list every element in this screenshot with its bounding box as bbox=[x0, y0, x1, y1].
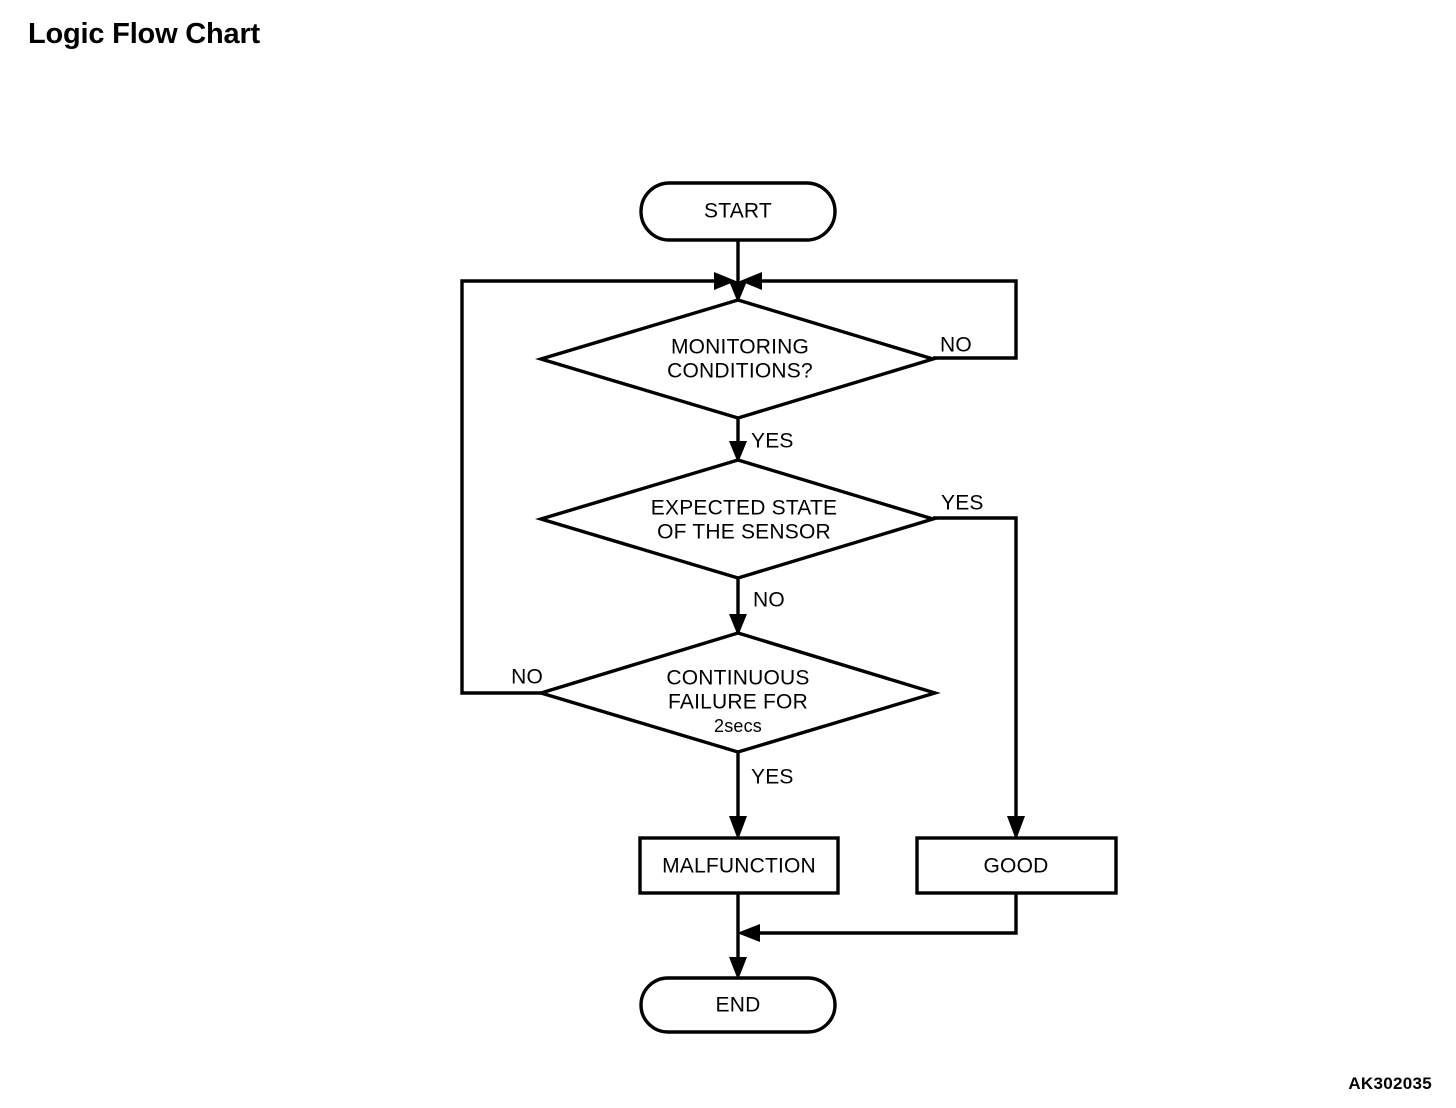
edge-label-expected-no: NO bbox=[753, 589, 785, 612]
edge-label-monitoring-no: NO bbox=[940, 334, 972, 357]
node-expected-line1: EXPECTED STATE bbox=[651, 497, 837, 520]
edge-label-expected-yes: YES bbox=[941, 492, 984, 515]
edge-expected-yes-to-good bbox=[933, 516, 1025, 840]
node-expected-line2: OF THE SENSOR bbox=[657, 521, 831, 544]
edge-good-to-end bbox=[737, 893, 1018, 942]
figure-code: AK302035 bbox=[1348, 1074, 1432, 1093]
node-monitoring-line1: MONITORING bbox=[671, 336, 809, 359]
edge-continuous-no-loop bbox=[460, 272, 736, 695]
node-malfunction[interactable]: MALFUNCTION bbox=[638, 836, 840, 895]
node-good[interactable]: GOOD bbox=[915, 836, 1118, 895]
edge-monitoring-no-loop bbox=[740, 272, 1018, 360]
node-monitoring-line2: CONDITIONS? bbox=[667, 360, 813, 383]
node-start-label: START bbox=[704, 200, 772, 223]
node-monitoring-conditions[interactable]: MONITORING CONDITIONS? bbox=[535, 298, 939, 420]
node-continuous-failure[interactable]: CONTINUOUS FAILURE FOR 2secs bbox=[535, 631, 941, 754]
edge-expected-no bbox=[729, 578, 747, 636]
node-malfunction-label: MALFUNCTION bbox=[662, 855, 816, 878]
node-start[interactable]: START bbox=[639, 181, 837, 242]
node-end-label: END bbox=[716, 994, 761, 1017]
node-expected-state[interactable]: EXPECTED STATE OF THE SENSOR bbox=[535, 458, 939, 580]
edge-monitoring-yes bbox=[729, 418, 747, 463]
edge-label-continuous-yes: YES bbox=[751, 766, 794, 789]
edge-label-continuous-no: NO bbox=[511, 666, 543, 689]
node-good-label: GOOD bbox=[984, 855, 1049, 878]
node-end[interactable]: END bbox=[639, 976, 837, 1034]
edge-malfunction-to-end bbox=[729, 893, 747, 980]
node-continuous-line2: FAILURE FOR bbox=[668, 691, 808, 714]
edge-start-to-junction bbox=[729, 240, 747, 303]
node-continuous-line3: 2secs bbox=[714, 716, 762, 736]
page-title: Logic Flow Chart bbox=[28, 18, 261, 50]
edge-continuous-yes-to-malfunction bbox=[729, 752, 747, 840]
node-continuous-line1: CONTINUOUS bbox=[666, 667, 809, 690]
edge-label-monitoring-yes: YES bbox=[751, 430, 794, 453]
